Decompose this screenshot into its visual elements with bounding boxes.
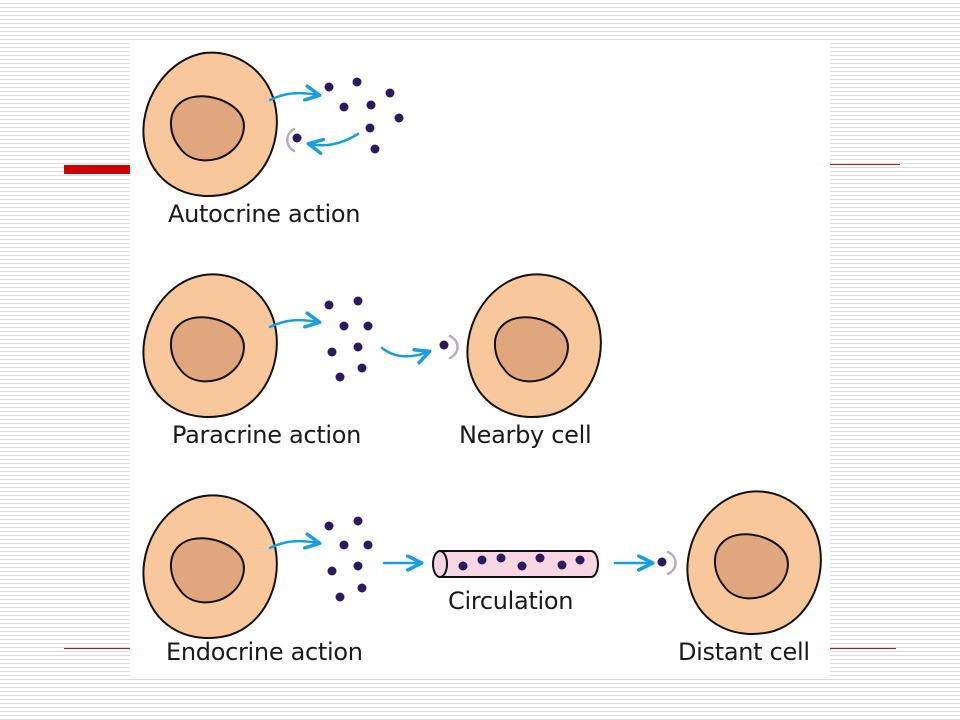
circulation-label: Circulation — [448, 587, 574, 615]
paracrine-molecules — [324, 296, 373, 382]
molecule — [575, 555, 585, 565]
molecule — [327, 566, 337, 576]
autocrine-secretion-arrow — [268, 84, 322, 102]
molecule — [335, 592, 345, 602]
molecule — [535, 553, 545, 563]
circulating-molecules — [458, 553, 585, 571]
molecule — [339, 540, 349, 550]
molecule — [365, 123, 375, 133]
molecule — [385, 88, 395, 98]
molecule — [370, 144, 380, 154]
molecule — [363, 321, 373, 331]
autocrine-source-cell — [142, 51, 278, 197]
endocrine-bound-molecule — [657, 557, 667, 567]
molecule — [458, 561, 468, 571]
autocrine-return-arrow — [306, 132, 360, 156]
paracrine-bound-molecule — [439, 340, 449, 350]
molecule — [353, 296, 363, 306]
molecule — [477, 555, 487, 565]
distant-cell — [686, 490, 822, 635]
molecule — [363, 540, 373, 550]
paracrine-secretion-arrow — [268, 311, 322, 329]
molecule — [339, 102, 349, 112]
molecule — [496, 553, 506, 563]
molecule — [324, 300, 334, 310]
endocrine-secretion-arrow — [268, 532, 322, 550]
molecule — [357, 583, 367, 593]
molecule — [352, 77, 362, 87]
slide-rule-upper-right — [830, 164, 900, 165]
molecule — [394, 113, 404, 123]
paracrine-receptor — [448, 334, 459, 360]
endocrine-label: Endocrine action — [166, 638, 363, 666]
molecule — [357, 363, 367, 373]
molecule — [335, 372, 345, 382]
molecule — [292, 133, 302, 143]
slide-rule-lower-left — [64, 648, 130, 649]
molecule — [353, 342, 363, 352]
circulation-vessel — [432, 550, 599, 578]
molecule — [517, 561, 527, 571]
endocrine-molecules — [324, 516, 373, 602]
molecule — [557, 560, 567, 570]
paracrine-source-cell — [142, 273, 278, 418]
slide-rule-lower-right — [830, 648, 896, 649]
paracrine-diffusion-arrow — [380, 346, 432, 365]
molecule — [366, 100, 376, 110]
molecule — [339, 321, 349, 331]
molecule — [327, 347, 337, 357]
distant-cell-label: Distant cell — [678, 638, 810, 666]
slide-accent-bar — [64, 165, 130, 174]
endocrine-receptor — [666, 550, 677, 576]
molecule — [324, 82, 334, 92]
autocrine-label: Autocrine action — [168, 200, 361, 228]
endocrine-source-cell — [142, 494, 278, 639]
autocrine-receptor — [286, 127, 296, 153]
nearby-cell-label: Nearby cell — [459, 421, 592, 449]
paracrine-label: Paracrine action — [172, 421, 362, 449]
autocrine-molecules — [292, 77, 404, 154]
nearby-cell — [466, 273, 602, 418]
molecule — [353, 561, 363, 571]
molecule — [324, 521, 334, 531]
molecule — [353, 516, 363, 526]
signaling-diagram: Autocrine action Paracrine action Nearby… — [130, 40, 830, 678]
